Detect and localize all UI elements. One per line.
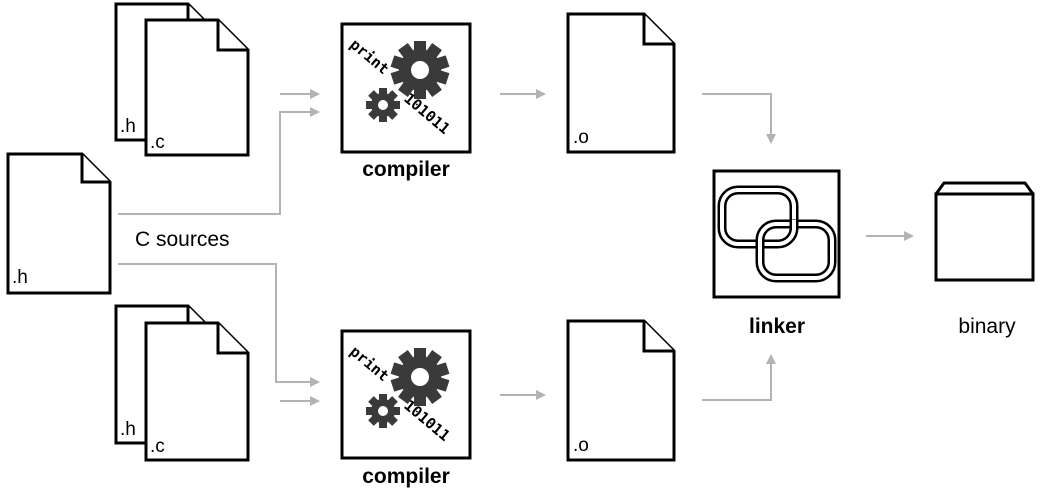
linker: linker [712, 169, 841, 338]
compiler-top-label: compiler [362, 158, 450, 181]
connector-top-sources-to-compiler-2 [118, 107, 320, 215]
connector-object-bottom-to-linker [702, 354, 776, 401]
linker-label: linker [749, 315, 805, 338]
shared-header-file-label: .h [12, 267, 28, 288]
top-source-file: .c [144, 18, 250, 157]
bottom-source-file: .c [144, 321, 250, 462]
bottom-source-file-label: .c [150, 436, 165, 457]
bottom-header-file-label: .h [120, 419, 136, 440]
connector-bottom-sources-to-compiler-1 [118, 263, 320, 387]
object-file-top: .o [566, 12, 676, 154]
top-source-file-label: .c [150, 132, 165, 153]
compiler-bottom-label: compiler [362, 465, 450, 488]
compiler-top: print 101011 compiler [340, 22, 472, 181]
window-icon [934, 181, 1035, 282]
compiler-bottom: print 101011 compiler [340, 329, 472, 488]
c-sources-caption: C sources [135, 228, 230, 251]
binary: binary [934, 181, 1035, 338]
chain-links-icon [717, 185, 837, 283]
shared-header-file: .h [6, 152, 112, 295]
top-header-file-label: .h [120, 116, 136, 137]
binary-label: binary [958, 315, 1016, 338]
object-file-bottom: .o [566, 319, 676, 462]
object-file-top-label: .o [573, 127, 589, 148]
connectors [118, 89, 914, 406]
object-file-bottom-label: .o [573, 435, 589, 456]
connector-object-top-to-linker [702, 93, 776, 144]
